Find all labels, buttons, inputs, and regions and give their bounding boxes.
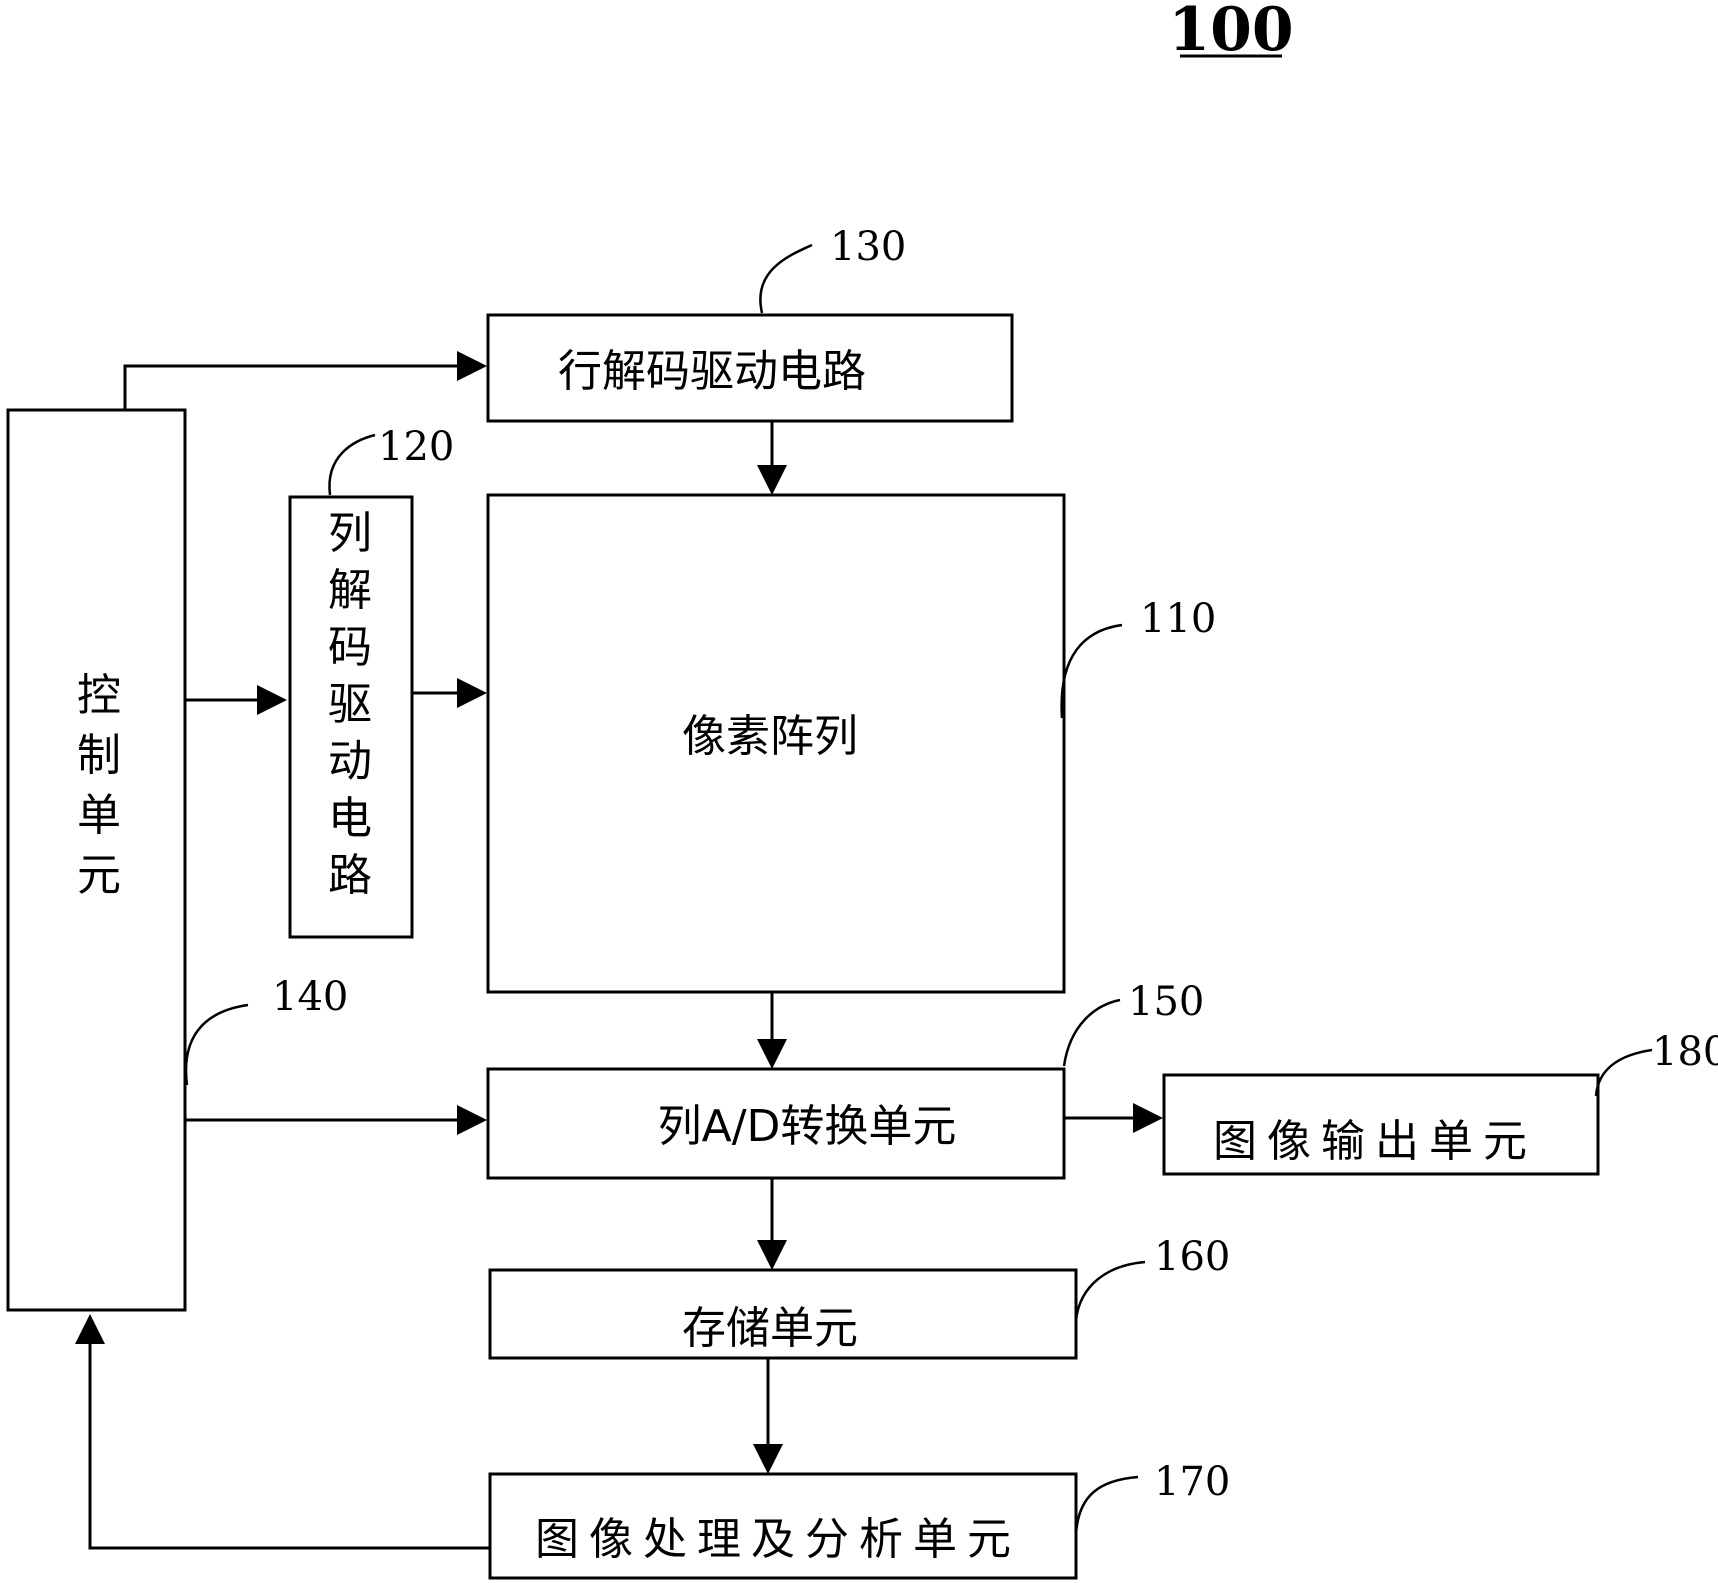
ref-170: 170 <box>1154 1459 1230 1505</box>
figure-number: 100 <box>1168 0 1293 65</box>
ref-150: 150 <box>1128 979 1204 1025</box>
pixel-array-box <box>486 493 1066 994</box>
leader-130 <box>759 243 813 314</box>
leader-140 <box>184 1003 249 1086</box>
leader-110 <box>1060 623 1123 719</box>
ref-180: 180 <box>1652 1029 1718 1075</box>
processing-to-control-arrow <box>75 1314 490 1550</box>
image-output-label: 图像输出单元 <box>1213 1116 1537 1167</box>
leader-150 <box>1062 998 1121 1067</box>
leader-160 <box>1074 1260 1146 1321</box>
storage-label: 存储单元 <box>682 1303 858 1354</box>
column-adc-box <box>486 1067 1066 1180</box>
ref-160: 160 <box>1154 1234 1230 1280</box>
image-processing-box <box>488 1472 1078 1580</box>
ref-130: 130 <box>830 224 906 270</box>
ref-120: 120 <box>378 424 454 470</box>
column-adc-label: 列A/D转换单元 <box>658 1101 957 1152</box>
ref-140: 140 <box>272 974 348 1020</box>
ref-110: 110 <box>1140 596 1216 642</box>
row-decoder-label: 行解码驱动电路 <box>558 346 866 397</box>
column-decoder-box <box>288 495 414 939</box>
pixel-array-label: 像素阵列 <box>682 711 858 762</box>
control-unit-box <box>6 408 187 1312</box>
row-decoder-box <box>486 313 1014 423</box>
leader-170 <box>1074 1475 1139 1536</box>
leader-120 <box>328 433 376 496</box>
image-processing-label: 图像处理及分析单元 <box>535 1514 1021 1565</box>
control-unit-label: 控制单元 <box>77 670 121 901</box>
image-output-box <box>1162 1073 1600 1176</box>
storage-box <box>488 1268 1078 1360</box>
control-to-row-decoder-arrow <box>123 351 487 410</box>
leader-180 <box>1594 1048 1653 1097</box>
column-decoder-label: 列解码驱动电路 <box>328 508 372 901</box>
